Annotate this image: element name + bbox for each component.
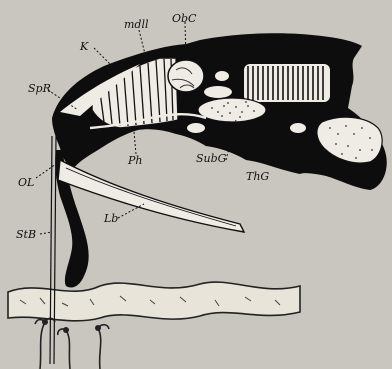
pharyngeal-muscle (244, 64, 330, 102)
vessel-node (63, 327, 69, 333)
label-SpR: SpR (28, 82, 51, 95)
ventral-node (290, 123, 306, 133)
label-ObC: ObC (172, 12, 197, 25)
subesophageal-ganglion (187, 123, 205, 133)
label-Lb: Lb (103, 212, 118, 225)
vessel-node (42, 319, 48, 325)
label-Ph: Ph (127, 154, 143, 167)
label-StB: StB (16, 228, 36, 241)
optic-ganglion (168, 60, 204, 92)
tracheal-sac (204, 86, 232, 98)
vessel-node (95, 325, 101, 331)
label-SubG: SubG (196, 152, 227, 165)
label-OL: OL (18, 176, 34, 189)
label-mdll: mdll (124, 18, 149, 31)
label-K: K (79, 40, 89, 53)
tracheal-sac (215, 71, 229, 81)
salivary-gland (198, 98, 266, 122)
label-ThG: ThG (246, 170, 269, 183)
